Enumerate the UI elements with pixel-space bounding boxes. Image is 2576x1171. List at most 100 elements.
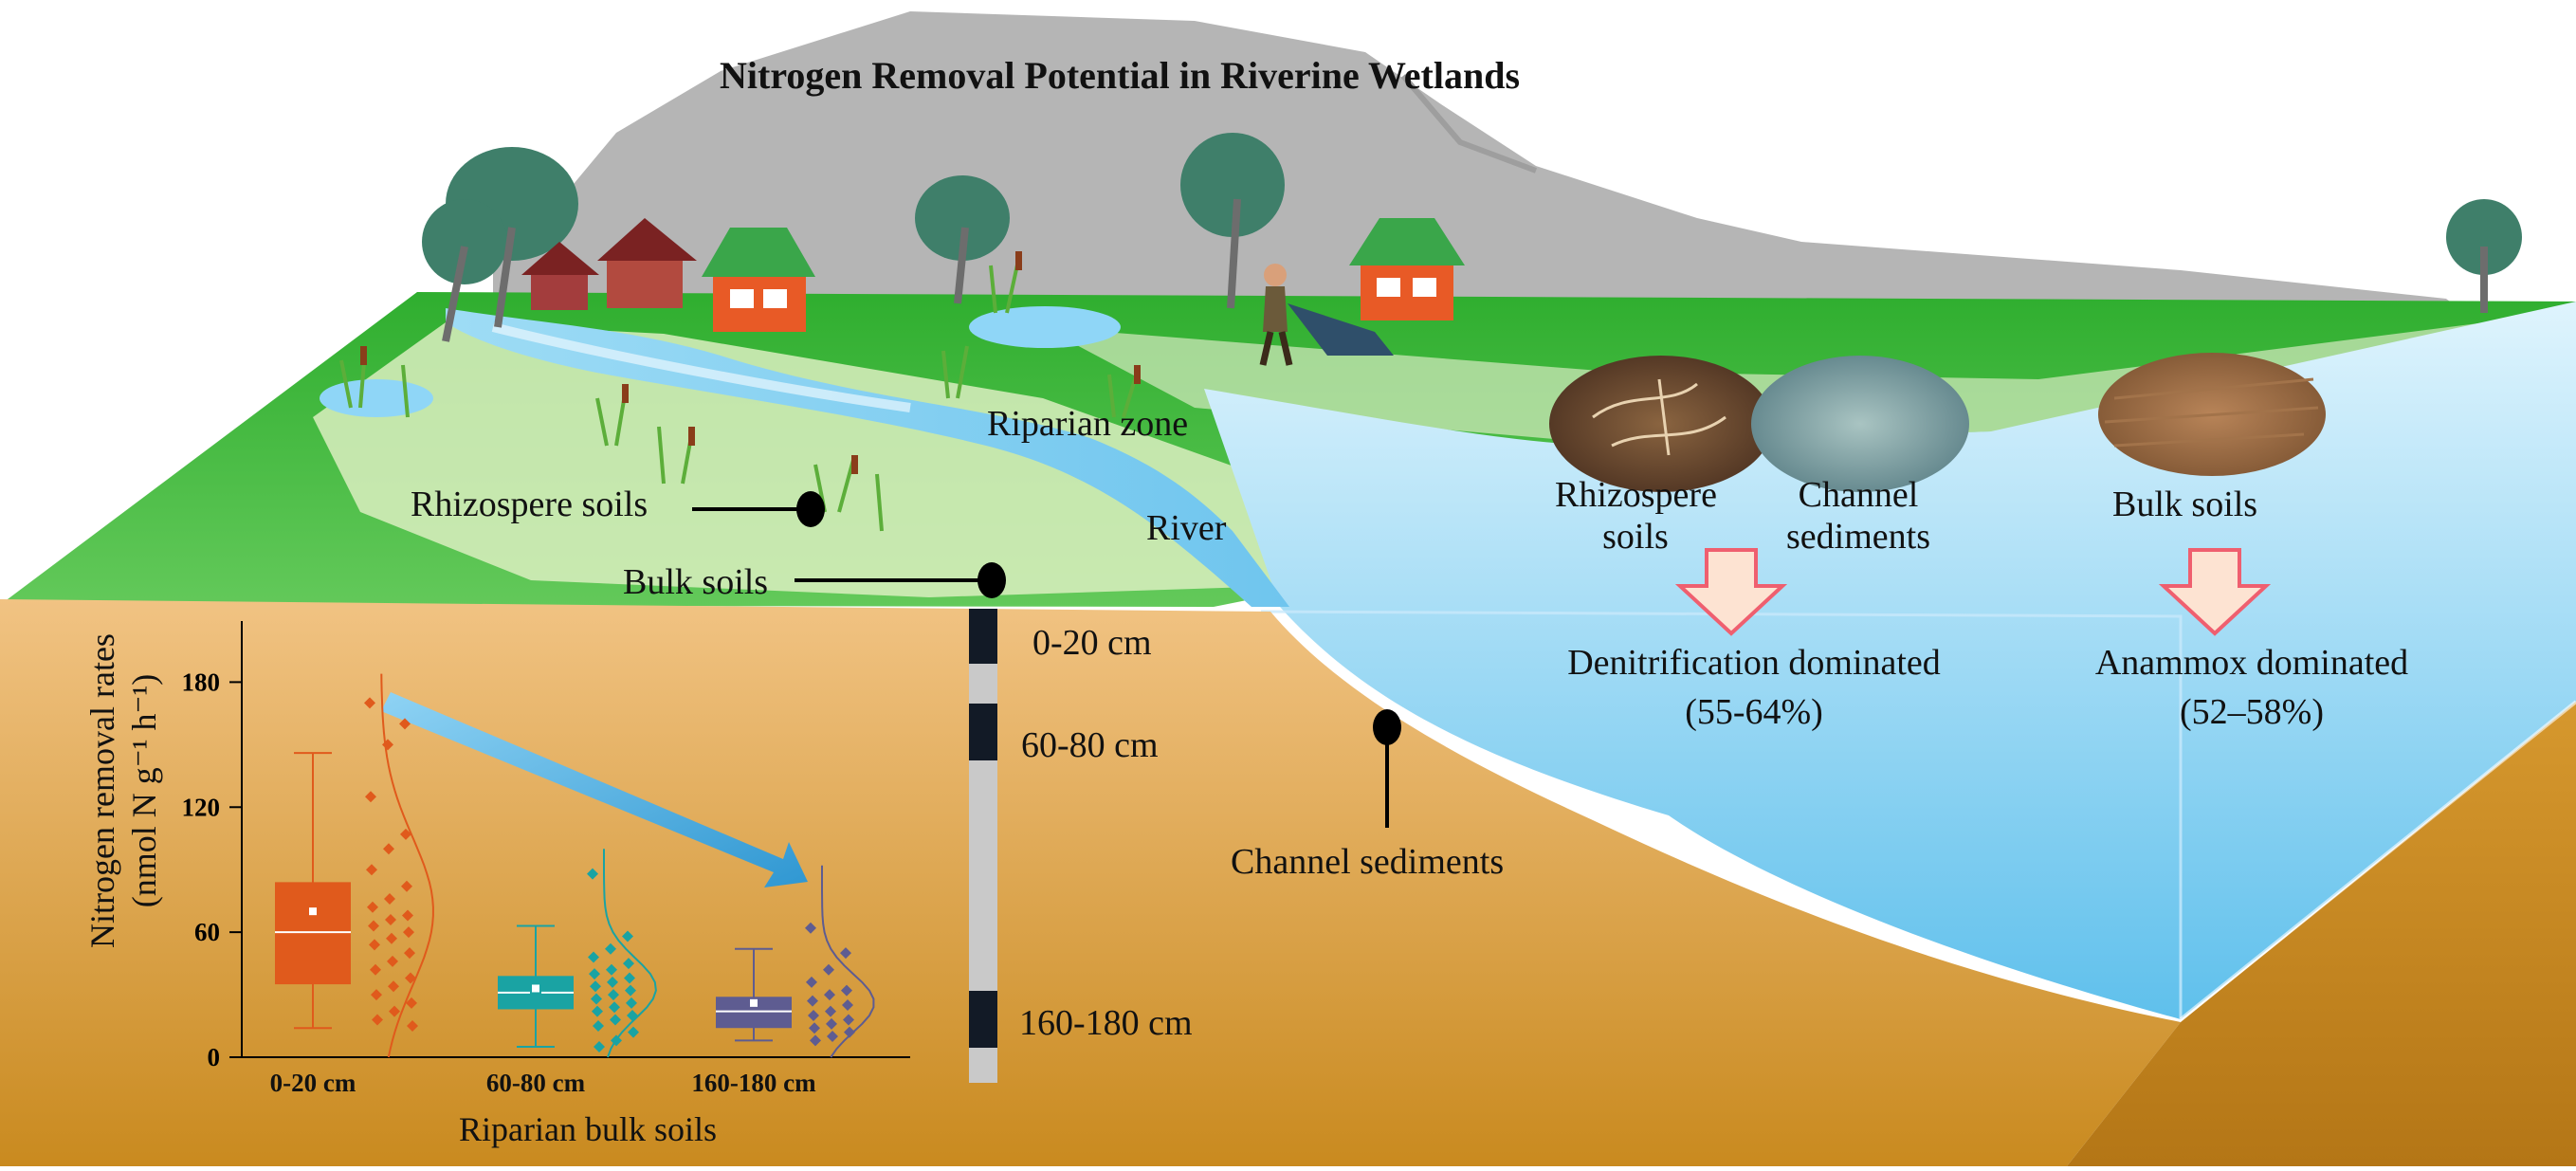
data-point: [840, 947, 851, 960]
houses: [521, 218, 1465, 332]
water-surface: [1204, 302, 2576, 1019]
data-point: [844, 1026, 855, 1038]
data-point: [370, 963, 381, 976]
data-point: [385, 913, 396, 925]
data-point: [400, 828, 411, 840]
bulk-soils-label: Bulk soils: [623, 562, 769, 602]
cattails: [360, 251, 1141, 474]
anammox-result: Anammox dominated (52–58%): [2019, 638, 2484, 737]
data-point: [389, 1005, 400, 1017]
y-tick-label: 0: [208, 1043, 221, 1071]
boxes: [275, 673, 875, 1058]
data-point: [605, 942, 616, 955]
data-point: [824, 989, 835, 1001]
rhizosphere-soils-label: Rhizospere soils: [411, 485, 649, 524]
channel-sample-dot: [1373, 709, 1401, 745]
iqr-box: [275, 882, 351, 985]
photo-channel-label: Channel sediments: [1773, 474, 1944, 558]
pond-left: [320, 379, 433, 417]
data-point: [588, 951, 599, 963]
density-curve: [380, 673, 434, 1058]
y-tick-label: 180: [182, 668, 221, 696]
data-point: [591, 993, 602, 1005]
photo-rhizosphere-label: Rhizospere soils: [1555, 474, 1717, 558]
data-point: [365, 791, 376, 803]
data-point: [407, 1020, 418, 1033]
data-point: [399, 718, 411, 730]
data-point: [610, 1014, 621, 1026]
x-category-label: 160-180 cm: [691, 1069, 816, 1097]
depth-column: [969, 609, 997, 1083]
chart-y-axis-title: Nitrogen removal rates (nmol N g⁻¹ h⁻¹): [82, 601, 165, 980]
data-point: [808, 1010, 819, 1022]
data-point: [607, 976, 618, 988]
data-point: [809, 1022, 820, 1034]
data-point: [842, 999, 853, 1012]
trend-arrow-shape: [381, 692, 808, 887]
nitrogen-boxplot: 0 60 120 180: [182, 621, 910, 1071]
channel-sediments-label: Channel sediments: [1231, 842, 1505, 882]
data-point: [623, 958, 634, 970]
chart-y-axis-title-line2: (nmol N g⁻¹ h⁻¹): [125, 673, 163, 908]
soil-side: [2067, 702, 2576, 1166]
data-point: [369, 939, 380, 951]
mean-marker: [530, 982, 541, 995]
trees: [422, 133, 2522, 284]
data-point: [626, 997, 637, 1009]
anammox-label: Anammox dominated: [2094, 643, 2409, 683]
data-point: [382, 739, 393, 751]
data-point: [388, 980, 399, 993]
data-point: [366, 864, 377, 876]
rhizosphere-sample-dot: [796, 491, 825, 527]
data-point: [401, 880, 412, 892]
data-point: [810, 1034, 821, 1047]
data-point: [609, 1001, 620, 1014]
density-curve: [821, 865, 875, 1058]
data-point: [606, 963, 617, 976]
data-point: [386, 932, 397, 944]
data-point: [383, 843, 394, 855]
anammox-arrow: [2158, 548, 2272, 636]
depth-label-160-180: 160-180 cm: [1019, 1003, 1193, 1043]
data-point: [402, 909, 413, 922]
data-point: [826, 1017, 837, 1030]
data-point: [371, 989, 382, 1001]
photo-rhizosphere-line1: Rhizospere: [1555, 475, 1717, 515]
data-point: [806, 976, 817, 988]
y-tick-label: 60: [194, 918, 220, 946]
mean-marker: [307, 906, 319, 918]
photo-bulk-label: Bulk soils: [2112, 485, 2258, 524]
data-point: [387, 955, 398, 967]
rhizosphere-photo: [1549, 356, 1773, 492]
photo-rhizosphere-line2: soils: [1602, 517, 1669, 557]
data-point: [368, 920, 379, 932]
photo-channel-line2: sediments: [1786, 517, 1930, 557]
data-point: [406, 997, 417, 1009]
anammox-value: (52–58%): [2180, 692, 2324, 732]
riparian-zone-label: Riparian zone: [987, 404, 1189, 444]
bulk-sample-dot: [977, 562, 1006, 598]
data-point: [404, 947, 415, 960]
data-point: [372, 1014, 383, 1026]
depth-label-60-80: 60-80 cm: [1021, 725, 1159, 765]
diagram-title: Nitrogen Removal Potential in Riverine W…: [720, 54, 1521, 97]
data-point: [367, 901, 378, 913]
data-point: [827, 1031, 838, 1043]
x-category-label: 60-80 cm: [485, 1069, 586, 1097]
soil-front: [0, 599, 2181, 1166]
data-point: [593, 1020, 604, 1033]
sample-pointers: [692, 491, 1401, 828]
data-point: [625, 984, 636, 997]
farmer: [1259, 264, 1394, 366]
data-point: [841, 984, 852, 997]
photo-channel-line1: Channel: [1798, 475, 1919, 515]
data-point: [624, 972, 635, 984]
density-curve: [603, 849, 657, 1058]
data-point: [823, 963, 834, 976]
x-category-label: 0-20 cm: [269, 1069, 356, 1097]
y-tick-label: 120: [182, 793, 221, 821]
denitrification-label: Denitrification dominated: [1567, 643, 1941, 683]
data-point: [590, 980, 601, 993]
data-point: [608, 989, 619, 1001]
river-label: River: [1146, 508, 1227, 548]
